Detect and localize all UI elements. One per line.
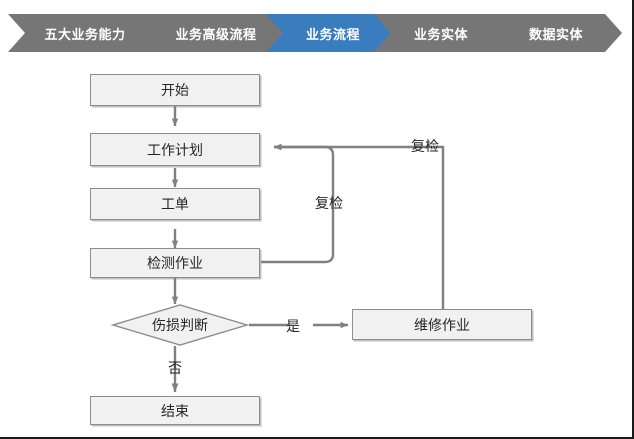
- node-inspect-label: 检测作业: [147, 255, 203, 271]
- node-inspect[interactable]: 检测作业: [90, 248, 260, 278]
- node-repair-label: 维修作业: [414, 316, 470, 333]
- edge-label-no: 否: [168, 358, 182, 378]
- edge-label-no-text: 否: [168, 360, 182, 376]
- node-workplan-label: 工作计划: [147, 141, 203, 158]
- node-start-label: 开始: [161, 82, 189, 98]
- edge-label-recheck-outer: 复检: [411, 136, 439, 156]
- edge-label-yes: 是: [286, 316, 300, 336]
- node-repair[interactable]: 维修作业: [352, 309, 532, 340]
- node-end[interactable]: 结束: [90, 396, 260, 425]
- node-decision[interactable]: 伤损判断: [110, 304, 250, 346]
- node-workorder[interactable]: 工单: [90, 188, 260, 220]
- node-end-label: 结束: [161, 402, 189, 419]
- edge-label-recheck-outer-text: 复检: [411, 138, 439, 154]
- node-decision-label: 伤损判断: [152, 317, 208, 333]
- node-start[interactable]: 开始: [90, 74, 260, 106]
- edge-label-yes-text: 是: [286, 318, 300, 334]
- edge-label-recheck-inner-text: 复检: [315, 195, 343, 211]
- decision-outline: [110, 304, 250, 346]
- edge-label-recheck-inner: 复检: [315, 193, 343, 213]
- edge-repair-recheck-to-workplan: [273, 143, 445, 309]
- node-workplan[interactable]: 工作计划: [90, 133, 260, 166]
- node-workorder-label: 工单: [161, 196, 189, 212]
